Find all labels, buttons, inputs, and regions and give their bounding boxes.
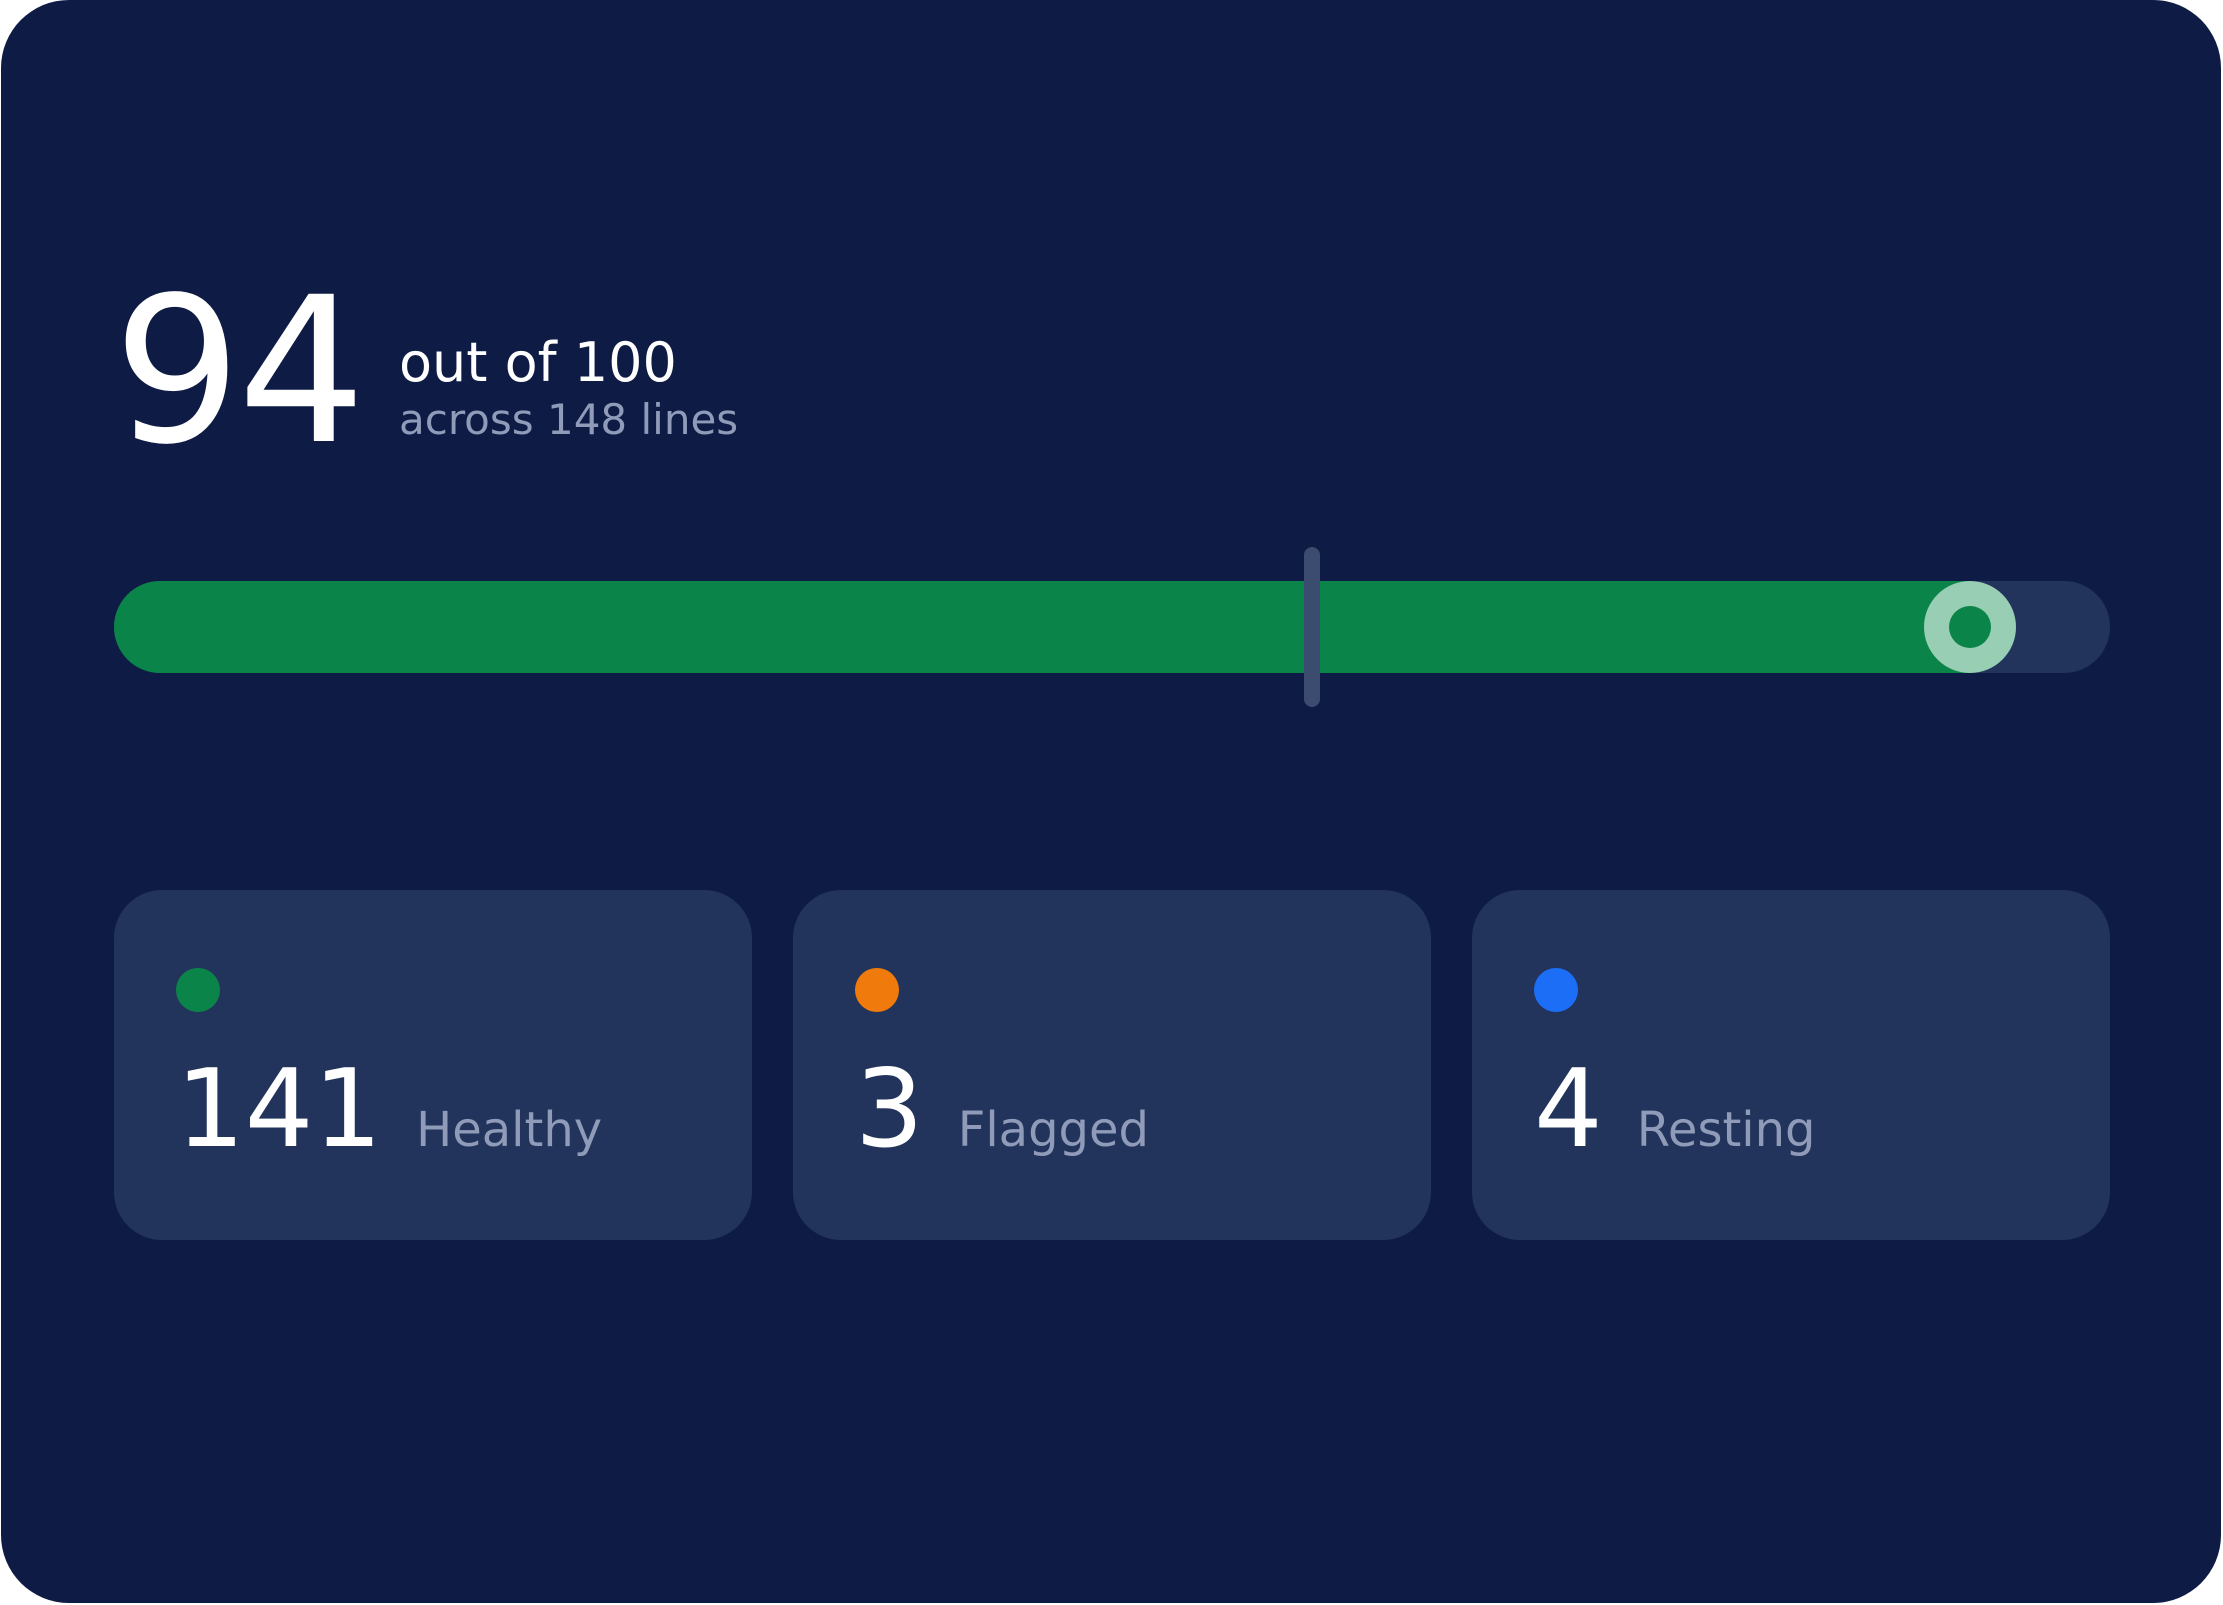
score-sub-label: across 148 lines — [399, 395, 739, 444]
resting-count: 4 — [1534, 1047, 1603, 1172]
card-content: 141 Healthy — [176, 1050, 602, 1170]
healthy-label: Healthy — [416, 1102, 603, 1158]
score-progress-track — [114, 547, 2110, 707]
score-value: 94 — [113, 253, 366, 489]
resting-status-dot-icon — [1534, 968, 1578, 1012]
status-card-healthy[interactable]: 141 Healthy — [114, 890, 752, 1240]
score-summary: 94 out of 100 across 148 lines — [113, 253, 738, 489]
score-max-label: out of 100 — [399, 331, 677, 394]
score-progress-knob[interactable] — [1924, 581, 2017, 673]
knob-center-dot — [1949, 606, 1992, 648]
status-cards: 141 Healthy 3 Flagged 4 Resting — [114, 890, 2110, 1240]
score-progress-fill — [114, 581, 1971, 673]
card-content: 3 Flagged — [855, 1050, 1149, 1170]
flagged-count: 3 — [855, 1047, 924, 1172]
flagged-status-dot-icon — [855, 968, 899, 1012]
score-threshold-marker — [1303, 547, 1320, 707]
status-card-resting[interactable]: 4 Resting — [1472, 890, 2110, 1240]
resting-label: Resting — [1636, 1102, 1816, 1158]
card-content: 4 Resting — [1534, 1050, 1816, 1170]
healthy-status-dot-icon — [176, 968, 220, 1012]
healthy-count: 141 — [176, 1047, 383, 1172]
flagged-label: Flagged — [957, 1102, 1150, 1158]
status-card-flagged[interactable]: 3 Flagged — [793, 890, 1431, 1240]
score-text: out of 100 across 148 lines — [399, 332, 738, 446]
